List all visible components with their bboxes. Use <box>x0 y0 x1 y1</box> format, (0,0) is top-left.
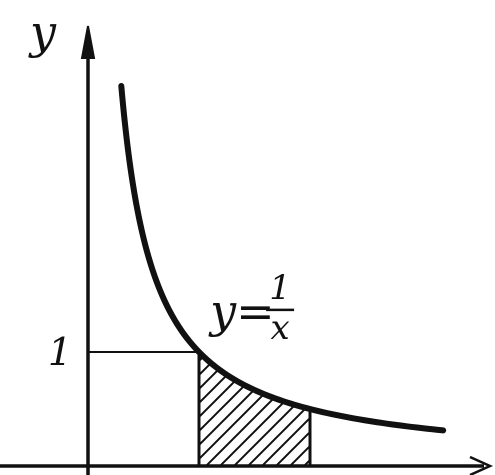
y-axis-label: y <box>28 5 57 59</box>
series-curve-1-over-x <box>118 83 447 434</box>
curve-equation-label: y= 1 x <box>208 268 295 348</box>
equation-numerator: 1 <box>269 268 291 308</box>
y-axis-arrowhead <box>80 25 96 59</box>
y-tick-label-1: 1 <box>48 330 72 374</box>
x-axis-arrowhead <box>469 455 494 475</box>
equation-lhs: y= <box>208 284 275 338</box>
equation-denominator: x <box>271 308 290 348</box>
